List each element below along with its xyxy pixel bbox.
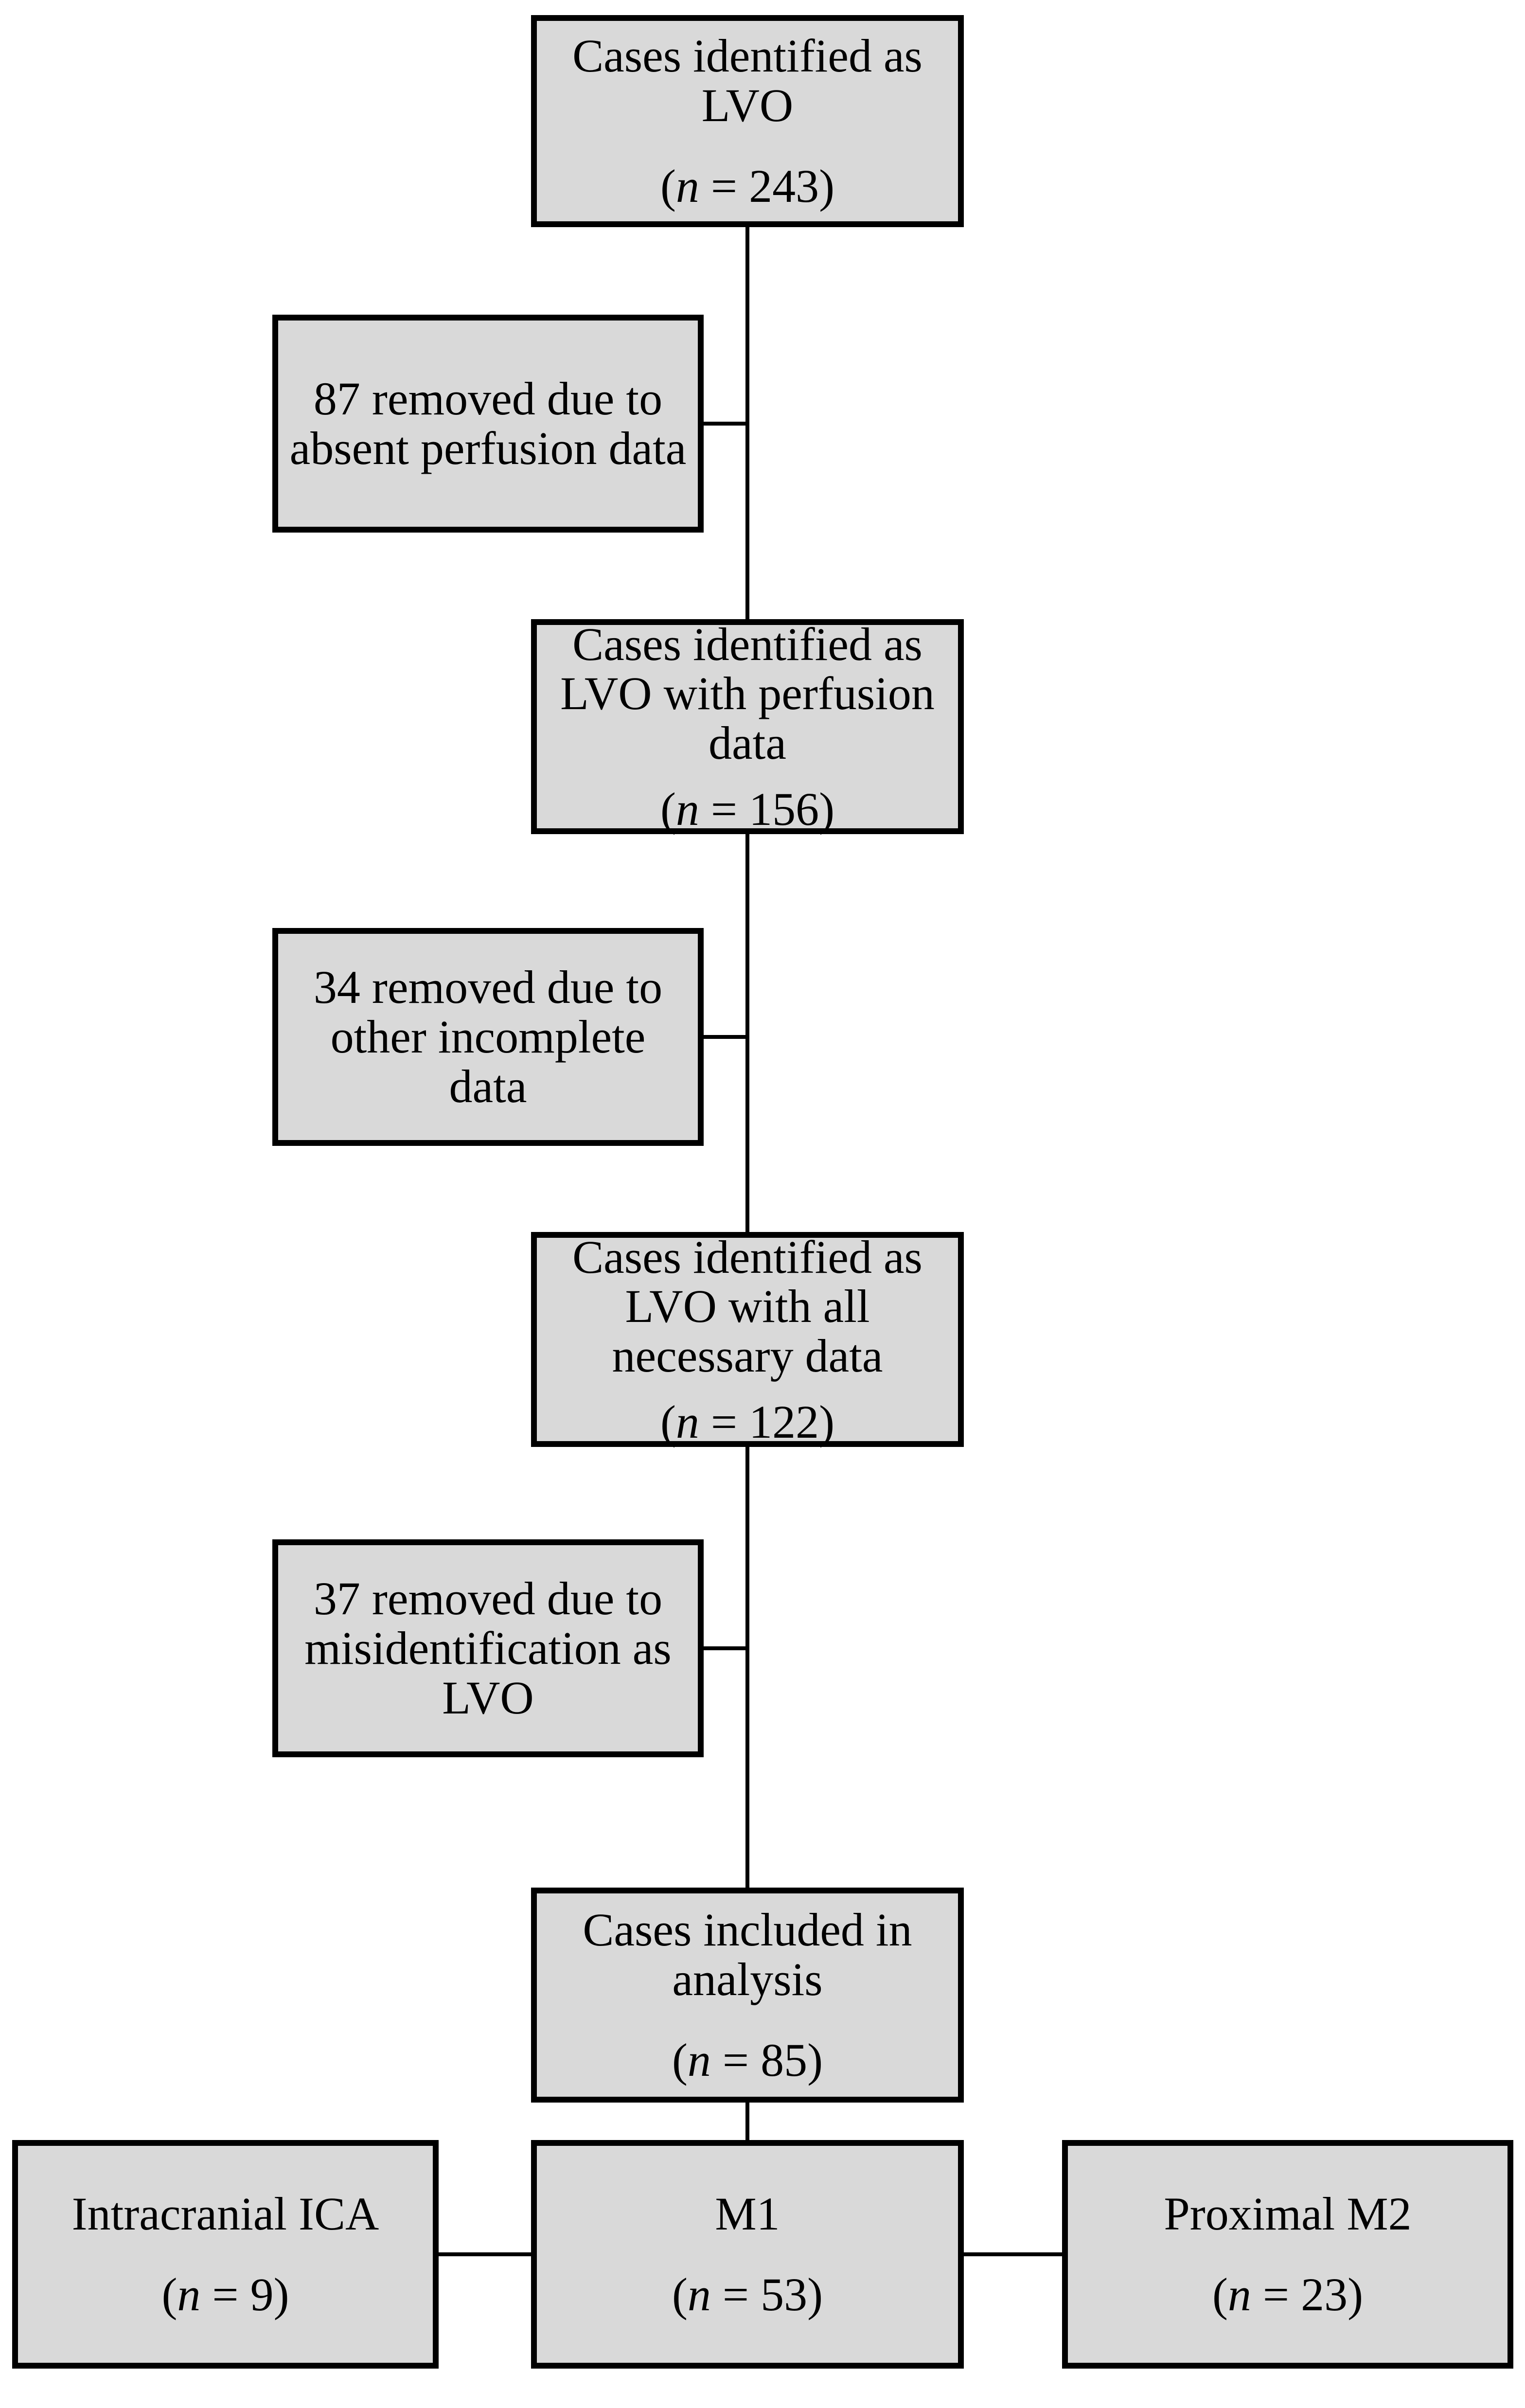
n-label: (n = 85): [672, 2035, 823, 2085]
n-open-paren: (: [1212, 2268, 1228, 2320]
box-proximal-m2: Proximal M2 (n = 23): [1062, 2140, 1513, 2369]
box-cases-identified-lvo: Cases identified as LVO (n = 243): [531, 15, 964, 227]
box-cases-included-in-analysis: Cases included in analysis (n = 85): [531, 1888, 964, 2103]
n-value: = 156): [699, 783, 835, 835]
n-open-paren: (: [672, 2033, 688, 2086]
n-label: (n = 156): [660, 783, 835, 835]
n-label: (n = 243): [660, 161, 834, 211]
n-open-paren: (: [672, 2268, 688, 2320]
connector-exclusion-1: [704, 422, 747, 426]
box-text-line: 34 removed due to: [313, 961, 663, 1014]
box-text-line: LVO with perfusion: [560, 667, 935, 720]
n-value: = 9): [200, 2268, 289, 2320]
n-symbol: n: [675, 783, 699, 835]
n-label: (n = 53): [672, 2270, 823, 2319]
n-open-paren: (: [660, 160, 676, 212]
box-text-line: LVO with all: [625, 1280, 870, 1333]
n-open-paren: (: [660, 1395, 676, 1448]
n-symbol: n: [1227, 2268, 1251, 2320]
box-removed-incomplete-data: 34 removed due to other incomplete data: [272, 928, 704, 1146]
box-text-line: Cases included in: [583, 1904, 912, 1956]
n-symbol: n: [177, 2268, 201, 2320]
box-text-line: Cases identified as: [572, 618, 922, 670]
n-value: = 53): [710, 2268, 823, 2320]
n-open-paren: (: [161, 2268, 177, 2320]
box-text-line: Cases identified as: [572, 1231, 922, 1283]
box-text-line: 87 removed due to: [313, 373, 663, 425]
connector-vertical-2: [745, 834, 749, 1232]
box-text-line: necessary data: [612, 1330, 883, 1382]
box-text-line: LVO: [442, 1671, 534, 1724]
box-text-line: Intracranial ICA: [71, 2188, 379, 2240]
box-text-line: absent perfusion data: [289, 422, 687, 474]
box-removed-misidentification: 37 removed due to misidentification as L…: [272, 1539, 704, 1757]
n-symbol: n: [675, 1395, 699, 1448]
n-value: = 85): [710, 2033, 823, 2086]
n-label: (n = 9): [161, 2270, 289, 2319]
box-text-line: Cases identified as: [572, 30, 922, 82]
n-label: (n = 122): [660, 1397, 834, 1447]
box-text-line: data: [709, 717, 786, 769]
box-m1: M1 (n = 53): [531, 2140, 964, 2369]
connector-outcome-right: [964, 2252, 1062, 2256]
n-symbol: n: [687, 2033, 711, 2086]
connector-exclusion-3: [704, 1646, 747, 1650]
box-lvo-all-necessary-data: Cases identified as LVO with all necessa…: [531, 1232, 964, 1447]
box-text-line: LVO: [701, 79, 794, 132]
n-open-paren: (: [660, 783, 676, 835]
box-text-line: M1: [715, 2188, 780, 2240]
box-text-line: other incomplete: [330, 1011, 646, 1063]
n-value: = 122): [699, 1395, 835, 1448]
box-text-line: analysis: [672, 1953, 823, 2006]
n-symbol: n: [675, 160, 699, 212]
connector-vertical-1: [745, 227, 749, 619]
box-text-line: Proximal M2: [1164, 2188, 1412, 2240]
box-text-line: misidentification as: [304, 1622, 672, 1675]
connector-exclusion-2: [704, 1035, 747, 1039]
box-text-line: 37 removed due to: [313, 1572, 663, 1625]
connector-vertical-3: [745, 1447, 749, 1888]
n-symbol: n: [687, 2268, 711, 2320]
box-text-line: data: [449, 1060, 527, 1112]
n-value: = 243): [699, 160, 835, 212]
box-lvo-with-perfusion-data: Cases identified as LVO with perfusion d…: [531, 619, 964, 834]
box-removed-absent-perfusion: 87 removed due to absent perfusion data: [272, 315, 704, 533]
connector-vertical-4: [745, 2103, 749, 2140]
connector-outcome-left: [439, 2252, 531, 2256]
box-intracranial-ica: Intracranial ICA (n = 9): [12, 2140, 439, 2369]
n-label: (n = 23): [1212, 2270, 1363, 2319]
n-value: = 23): [1251, 2268, 1364, 2320]
